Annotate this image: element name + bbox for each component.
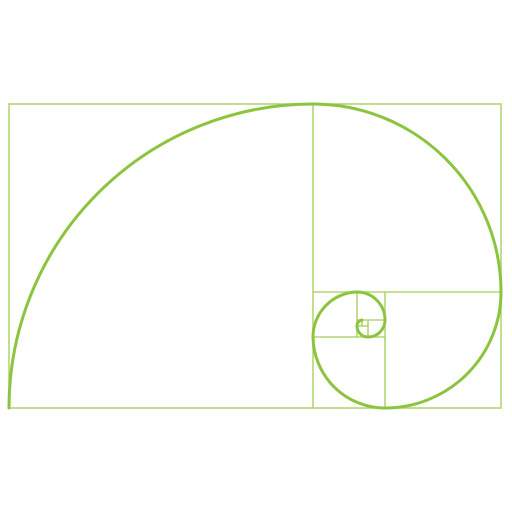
golden-spiral-curve [7,102,503,410]
outer-golden-rectangle [8,103,502,409]
golden-rectangle-grid [8,103,502,409]
